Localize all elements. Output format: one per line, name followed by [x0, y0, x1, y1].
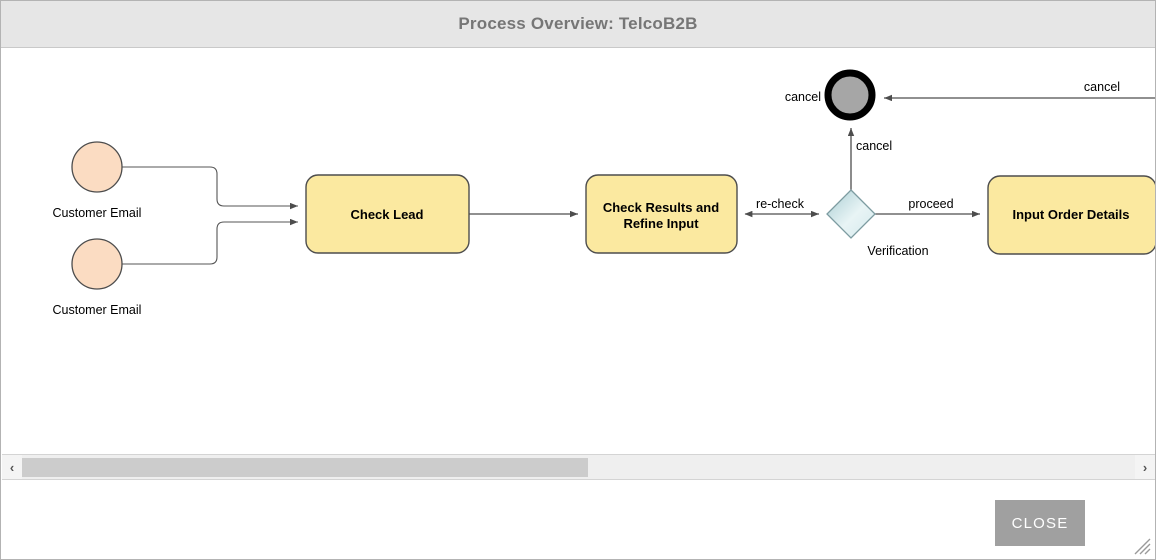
- edge-label-cancel-right: cancel: [1084, 80, 1120, 94]
- task-input-order-details[interactable]: [987, 175, 1155, 255]
- task-check-lead[interactable]: [305, 174, 470, 254]
- gateway-verification[interactable]: [826, 189, 876, 239]
- start-event-1-label: Customer Email: [53, 206, 142, 220]
- edge-label-cancel-vertical: cancel: [856, 139, 892, 153]
- edge-label-cancel-left: cancel: [785, 90, 821, 104]
- task-check-results-label-line1: Check Results and: [603, 200, 719, 215]
- bpmn-diagram[interactable]: Customer Email Customer Email Check Lead…: [1, 49, 1155, 454]
- scroll-left-icon[interactable]: ‹: [2, 455, 22, 479]
- flow-start2-to-check-lead: [122, 218, 298, 265]
- page-title: Process Overview: TelcoB2B: [458, 14, 698, 33]
- task-check-lead-label: Check Lead: [351, 207, 424, 222]
- end-event-cancel[interactable]: [824, 69, 876, 121]
- scroll-right-icon[interactable]: ›: [1135, 455, 1155, 479]
- task-input-order-details-label: Input Order Details: [1012, 207, 1129, 222]
- diagram-canvas[interactable]: Customer Email Customer Email Check Lead…: [1, 49, 1155, 454]
- scrollbar-thumb[interactable]: [22, 458, 588, 477]
- dialog-titlebar: Process Overview: TelcoB2B: [1, 1, 1155, 48]
- horizontal-scrollbar[interactable]: ‹ ›: [2, 454, 1155, 480]
- close-button[interactable]: CLOSE: [995, 500, 1085, 546]
- edge-label-re-check: re-check: [756, 197, 805, 211]
- start-event-1[interactable]: [71, 141, 123, 193]
- task-check-results[interactable]: [585, 174, 738, 254]
- start-event-2-label: Customer Email: [53, 303, 142, 317]
- gateway-verification-label: Verification: [867, 244, 928, 258]
- resize-grip-icon[interactable]: [1133, 537, 1151, 555]
- edge-label-proceed: proceed: [908, 197, 953, 211]
- dialog-footer: CLOSE: [2, 481, 1155, 559]
- flow-start1-to-check-lead: [122, 166, 298, 210]
- start-event-2[interactable]: [71, 238, 123, 290]
- task-check-results-label-line2: Refine Input: [623, 216, 699, 231]
